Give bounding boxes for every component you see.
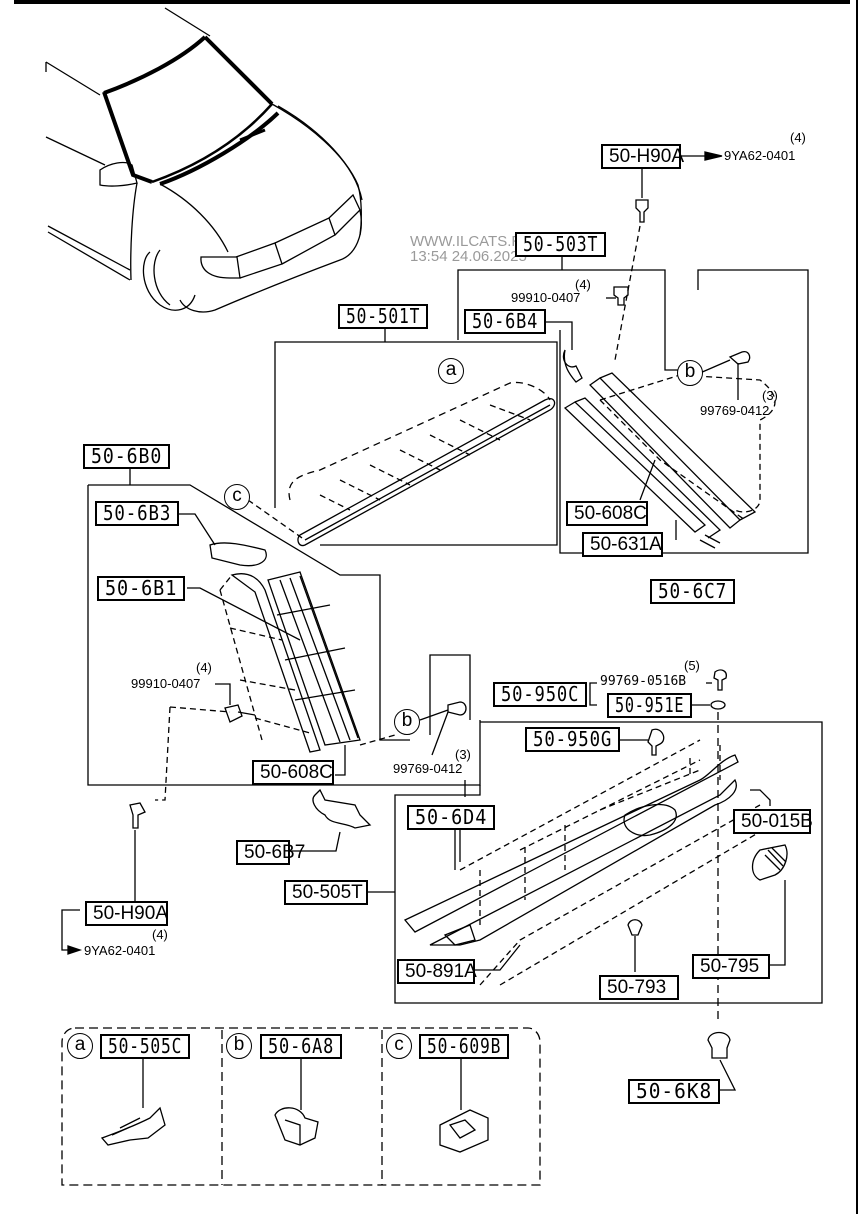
legend-part-shapes bbox=[100, 1058, 489, 1153]
part-label-50-6b4[interactable]: 50-6B4 bbox=[464, 309, 546, 334]
callout-a-top[interactable]: a bbox=[438, 358, 464, 384]
legend-part-label-50-6a8[interactable]: 50-6A8 bbox=[260, 1034, 342, 1059]
part-6k8-shape bbox=[707, 1031, 737, 1091]
group-505t bbox=[368, 721, 823, 1004]
watermark: WWW.ILCATS.RU 13:54 24.06.2025 bbox=[410, 234, 533, 264]
part-label-50-6k8[interactable]: 50-6K8 bbox=[628, 1079, 720, 1104]
ref-9ya62-0401-top[interactable]: 9YA62-0401 bbox=[724, 148, 796, 163]
legend-frame bbox=[61, 1027, 541, 1186]
part-label-50-6d4[interactable]: 50-6D4 bbox=[407, 805, 495, 830]
h90a-bottom-leader bbox=[61, 802, 146, 955]
legend-callout-b: b bbox=[226, 1033, 252, 1059]
qty-screw-0516b: (5) bbox=[684, 658, 700, 673]
legend-callout-a: a bbox=[67, 1033, 93, 1059]
callout-c-top[interactable]: c bbox=[224, 484, 250, 510]
watermark-timestamp: 13:54 24.06.2025 bbox=[410, 249, 533, 264]
screw-99769-0412-left[interactable]: 99769-0412 bbox=[393, 761, 463, 776]
part-label-50-015b[interactable]: 50-015B bbox=[733, 809, 813, 834]
part-label-50-6b1[interactable]: 50-6B1 bbox=[97, 576, 185, 601]
screw-99769-0516b[interactable]: 99769-0516B bbox=[600, 674, 687, 689]
legend-part-label-50-505c[interactable]: 50-505C bbox=[100, 1034, 190, 1059]
part-label-50-608c-left[interactable]: 50-608C bbox=[252, 760, 334, 785]
group-950c bbox=[589, 669, 727, 1020]
part-label-50-h90a-bottom[interactable]: 50-H90A bbox=[85, 901, 168, 926]
part-label-50-505t[interactable]: 50-505T bbox=[284, 880, 368, 905]
callout-b-left[interactable]: b bbox=[394, 709, 420, 735]
part-label-50-891a[interactable]: 50-891A bbox=[397, 959, 477, 984]
vehicle-illustration bbox=[45, 7, 363, 313]
part-label-50-950c[interactable]: 50-950C bbox=[493, 682, 587, 707]
part-label-50-951e[interactable]: 50-951E bbox=[607, 693, 692, 718]
legend-callout-c: c bbox=[386, 1033, 412, 1059]
part-label-50-6c7[interactable]: 50-6C7 bbox=[650, 579, 735, 604]
screw-99910-0407-top[interactable]: 99910-0407 bbox=[511, 290, 581, 305]
h90a-top-leader bbox=[614, 151, 723, 361]
group-503t bbox=[457, 255, 809, 554]
qty-h90a-bottom: (4) bbox=[152, 927, 168, 942]
qty-h90a-top: (4) bbox=[790, 130, 806, 145]
part-label-50-501t[interactable]: 50-501T bbox=[338, 304, 428, 329]
part-label-50-6b0[interactable]: 50-6B0 bbox=[83, 444, 170, 469]
callout-b-top[interactable]: b bbox=[677, 360, 703, 386]
qty-screw-0407-left: (4) bbox=[196, 660, 212, 675]
watermark-date: 24.06.2025 bbox=[451, 248, 527, 265]
screw-99910-0407-left[interactable]: 99910-0407 bbox=[131, 676, 201, 691]
part-label-50-6b7[interactable]: 50-6B7 bbox=[236, 840, 305, 865]
watermark-site: WWW.ILCATS.RU bbox=[410, 233, 534, 250]
part-6b7-shape bbox=[290, 788, 372, 852]
part-label-50-503t[interactable]: 50-503T bbox=[515, 232, 606, 257]
ref-9ya62-0401-bottom[interactable]: 9YA62-0401 bbox=[84, 943, 156, 958]
part-label-50-795[interactable]: 50-795 bbox=[692, 954, 770, 979]
group-501t bbox=[247, 328, 558, 547]
part-label-50-h90a-top[interactable]: 50-H90A bbox=[601, 144, 684, 169]
top-border bbox=[14, 0, 850, 4]
group-6b0 bbox=[87, 468, 481, 801]
part-label-50-6b3[interactable]: 50-6B3 bbox=[95, 501, 179, 526]
screw-99769-0412-top[interactable]: 99769-0412 bbox=[700, 403, 770, 418]
part-label-50-793[interactable]: 50-793 bbox=[599, 975, 679, 1000]
qty-screw-0412-top: (3) bbox=[762, 388, 778, 403]
part-label-50-950g[interactable]: 50-950G bbox=[525, 727, 620, 752]
qty-screw-0412-left: (3) bbox=[455, 747, 471, 762]
qty-screw-0407-top: (4) bbox=[575, 277, 591, 292]
part-label-50-608c-top[interactable]: 50-608C bbox=[566, 501, 648, 526]
watermark-time: 13:54 bbox=[410, 248, 448, 265]
part-label-50-631a[interactable]: 50-631A bbox=[582, 532, 663, 557]
legend-part-label-50-609b[interactable]: 50-609B bbox=[419, 1034, 509, 1059]
